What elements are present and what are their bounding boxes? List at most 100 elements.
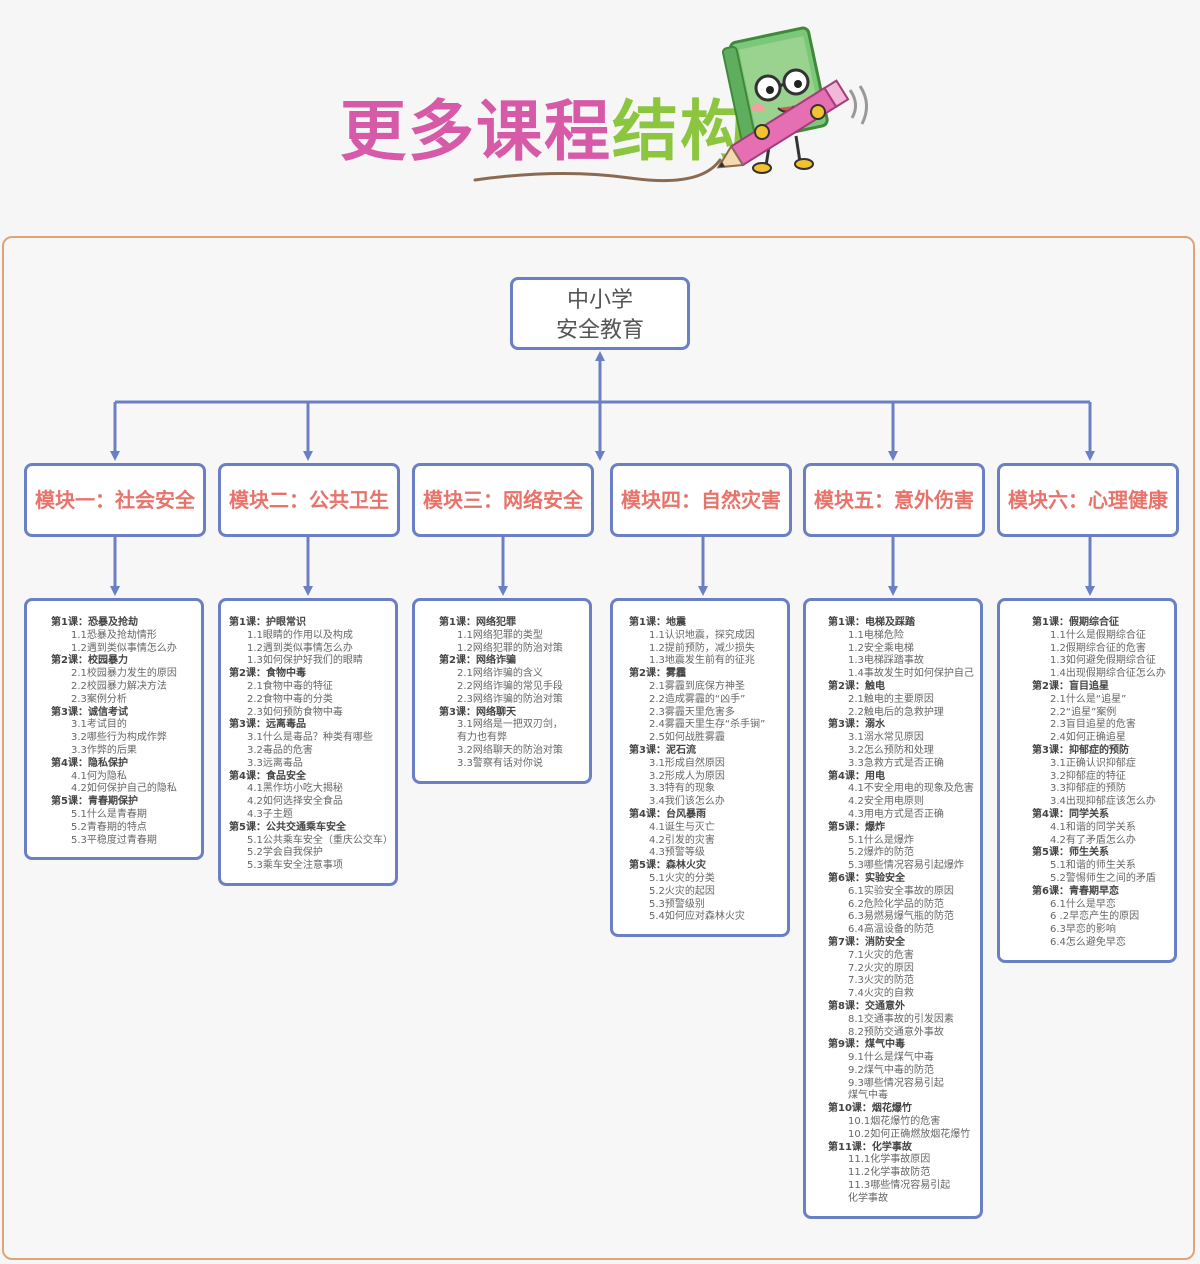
- lesson-item: 2.2“追星”案例: [1050, 706, 1117, 718]
- lesson-item: 3.3急救方式是否正确: [848, 757, 944, 769]
- lesson-title: 第5课：公共交通乘车安全: [229, 821, 346, 833]
- lesson-item: 3.2怎么预防和处理: [848, 744, 934, 756]
- lesson-item: 1.4事故发生时如何保护自己: [848, 668, 974, 680]
- lesson-title: 第2课：食物中毒: [229, 668, 306, 680]
- lesson-title: 第5课：青春期保护: [51, 796, 138, 808]
- lesson-item: 1.2提前预防，减少损失: [649, 642, 755, 654]
- lesson-item: 3.1形成自然原因: [649, 757, 725, 769]
- lesson-item: 1.2遇到类似事情怎么办: [247, 642, 353, 654]
- lesson-title: 第2课：触电: [828, 680, 885, 692]
- lesson-item: 1.3如何避免假期综合征: [1050, 655, 1156, 667]
- lesson-item: 3.3抑郁症的预防: [1050, 783, 1126, 795]
- lesson-title: 第1课：网络犯罪: [439, 617, 516, 628]
- lesson-title: 第3课：抑郁症的预防: [1032, 744, 1129, 756]
- lesson-title: 第5课：森林火灾: [629, 860, 706, 872]
- module-6-box: 模块六：心理健康: [997, 463, 1179, 537]
- lesson-item: 2.1触电的主要原因: [848, 693, 934, 705]
- lesson-item: 6 .2早恋产生的原因: [1050, 911, 1140, 923]
- lesson-title: 第3课：远离毒品: [229, 719, 306, 731]
- lesson-item: 2.3如何预防食物中毒: [247, 706, 343, 718]
- lesson-item: 4.1何为隐私: [71, 770, 127, 782]
- root-node: 中小学 安全教育: [510, 277, 690, 350]
- lesson-item: 1.1网络犯罪的类型: [457, 629, 543, 641]
- lesson-title: 第10课：烟花爆竹: [828, 1103, 912, 1115]
- lesson-item: 2.3雾霾天里危害多: [649, 706, 735, 718]
- lesson-item: 2.3网络诈骗的防治对策: [457, 693, 563, 705]
- page-title: 更多课程结构: [340, 78, 748, 174]
- lesson-item: 2.2网络诈骗的常见手段: [457, 680, 563, 692]
- lesson-title: 第3课：泥石流: [629, 744, 696, 756]
- module-3-box: 模块三：网络安全: [412, 463, 594, 537]
- lesson-item: 2.1什么是“追星”: [1050, 693, 1127, 705]
- lesson-item: 1.2假期综合征的危害: [1050, 642, 1146, 654]
- root-line-1: 中小学: [566, 288, 633, 313]
- lesson-item: 2.3案例分析: [71, 693, 127, 705]
- lesson-title: 第2课：校园暴力: [51, 655, 128, 667]
- lesson-title: 第8课：交通意外: [828, 1000, 905, 1012]
- lesson-item: 2.1网络诈骗的含义: [457, 668, 543, 680]
- lesson-item: 3.1考试目的: [71, 719, 127, 731]
- title-underline-decoration: [473, 158, 722, 183]
- lesson-item: 3.4我们该怎么办: [649, 796, 725, 808]
- lesson-item: 4.2如何保护自己的隐私: [71, 783, 177, 795]
- lesson-item: 3.1溺水常见原因: [848, 732, 924, 744]
- lesson-item: 7.3火灾的防范: [848, 975, 914, 987]
- lesson-item: 4.1诞生与灭亡: [649, 821, 715, 833]
- lesson-title: 第2课：盲目追星: [1032, 680, 1109, 692]
- lesson-item: 1.3电梯踩踏事故: [848, 655, 924, 667]
- lesson-item: 3.3远离毒品: [247, 757, 303, 769]
- lesson-item: 3.1网络是一把双刃剑， 有力也有弊: [457, 719, 563, 744]
- lesson-item: 10.2如何正确燃放烟花爆竹: [848, 1128, 971, 1140]
- lesson-title: 第1课：电梯及踩踏: [828, 617, 915, 628]
- lesson-item: 9.2煤气中毒的防范: [848, 1064, 934, 1076]
- lesson-title: 第3课：网络聊天: [439, 706, 516, 718]
- lesson-item: 11.1化学事故原因: [848, 1154, 931, 1166]
- lesson-item: 2.2造成雾霾的“凶手”: [649, 693, 746, 705]
- root-line-2: 安全教育: [555, 318, 644, 343]
- lesson-title: 第6课：青春期早恋: [1032, 885, 1119, 897]
- lesson-item: 6.4怎么避免早恋: [1050, 936, 1126, 948]
- lesson-item: 3.1什么是毒品？种类有哪些: [247, 732, 373, 744]
- lesson-item: 4.3预警等级: [649, 847, 705, 859]
- lesson-item: 5.3预警级别: [649, 898, 705, 910]
- lesson-item: 4.2如何选择安全食品: [247, 796, 343, 808]
- lesson-item: 6.2危险化学品的防范: [848, 898, 944, 910]
- lesson-item: 5.2学会自我保护: [247, 847, 323, 859]
- lesson-item: 5.1公共乘车安全（重庆公交车）: [247, 834, 393, 846]
- lesson-item: 9.1什么是煤气中毒: [848, 1052, 934, 1064]
- lesson-item: 2.5如何战胜雾霾: [649, 732, 725, 744]
- lesson-item: 2.1校园暴力发生的原因: [71, 668, 177, 680]
- lesson-item: 9.3哪些情况容易引起 煤气中毒: [848, 1077, 944, 1102]
- lesson-item: 5.2火灾的起因: [649, 885, 715, 897]
- lesson-item: 3.3警察有话对你说: [457, 757, 543, 769]
- lesson-title: 第4课：用电: [828, 770, 885, 782]
- lesson-item: 6.4高温设备的防范: [848, 924, 934, 936]
- lesson-title: 第3课：溺水: [828, 719, 885, 731]
- lesson-item: 11.2化学事故防范: [848, 1167, 931, 1179]
- lesson-item: 10.1烟花爆竹的危害: [848, 1116, 941, 1128]
- lesson-item: 1.2安全乘电梯: [848, 642, 914, 654]
- module-1-box: 模块一：社会安全: [24, 463, 206, 537]
- lesson-item: 6.3易燃易爆气瓶的防范: [848, 911, 954, 923]
- lesson-item: 1.1电梯危险: [848, 629, 904, 641]
- lesson-title: 第5课：爆炸: [828, 821, 885, 833]
- lesson-item: 2.2触电后的急救护理: [848, 706, 944, 718]
- lesson-item: 2.2校园暴力解决方法: [71, 680, 167, 692]
- lesson-title: 第4课：同学关系: [1032, 808, 1109, 820]
- lesson-title: 第2课：网络诈骗: [439, 655, 516, 667]
- lesson-item: 6.1什么是早恋: [1050, 898, 1116, 910]
- lesson-item: 1.3地震发生前有的征兆: [649, 655, 755, 667]
- lesson-title: 第4课：隐私保护: [51, 757, 128, 769]
- lesson-item: 6.3早恋的影响: [1050, 924, 1116, 936]
- lesson-title: 第4课：台风暴雨: [629, 808, 706, 820]
- lesson-item: 3.1正确认识抑郁症: [1050, 757, 1136, 769]
- lesson-item: 1.4出现假期综合征怎么办: [1050, 668, 1166, 680]
- lesson-title: 第1课：地震: [629, 617, 686, 628]
- lesson-item: 6.1实验安全事故的原因: [848, 885, 954, 897]
- lesson-item: 2.1雾霾到底保方神圣: [649, 680, 745, 692]
- lesson-item: 5.3乘车安全注意事项: [247, 860, 343, 872]
- lesson-item: 3.3作弊的后果: [71, 744, 137, 756]
